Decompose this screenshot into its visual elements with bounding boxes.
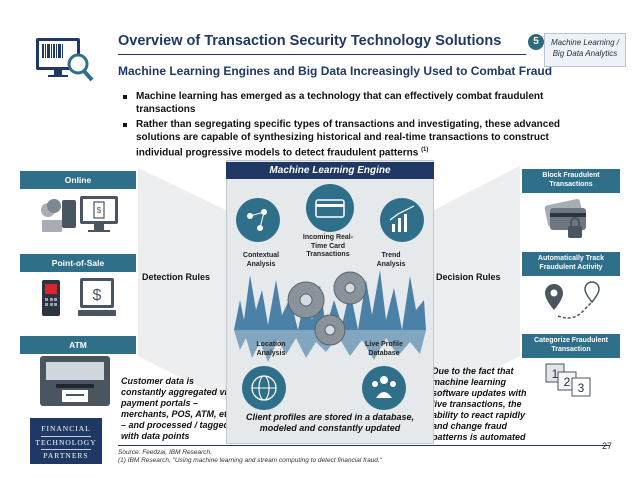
page-number: 27	[602, 441, 613, 451]
svg-text:$: $	[93, 287, 102, 304]
detection-rules-label: Detection Rules	[142, 272, 211, 282]
live-profile-database-label: Live Profile Database	[365, 341, 403, 357]
channel-point-of-sale: Point-of-Sale	[20, 254, 136, 272]
financial-technology-partners-logo: FINANCIAL TECHNOLOGY PARTNERS	[30, 418, 102, 464]
step-badge: 5	[528, 34, 544, 50]
trend-analysis-label: Trend Analysis	[376, 252, 406, 268]
map-pin-route-icon	[540, 280, 604, 329]
atm-machine-icon	[36, 356, 116, 411]
location-analysis-label: Location Analysis	[256, 341, 286, 357]
machine-learning-note: Due to the fact that machine learning so…	[432, 366, 527, 442]
trend-chart-icon	[380, 198, 424, 242]
svg-text:$: $	[97, 206, 102, 215]
title-divider	[118, 54, 526, 55]
brand-line: TECHNOLOGY	[35, 437, 97, 447]
channel-atm: ATM	[20, 336, 136, 354]
contextual-analysis-label: Contextual Analysis	[242, 252, 280, 268]
bullet-item: Machine learning has emerged as a techno…	[118, 91, 598, 116]
decision-rules-label: Decision Rules	[436, 272, 501, 282]
brand-divider	[41, 435, 91, 437]
brand-divider	[41, 449, 91, 450]
card-transactions-label: Incoming Real-Time Card Transactions	[302, 234, 354, 258]
svg-text:3: 3	[578, 381, 585, 395]
bullet-list: Machine learning has emerged as a techno…	[118, 91, 598, 163]
page-subtitle: Machine Learning Engines and Big Data In…	[118, 64, 553, 78]
brand-line: FINANCIAL	[41, 424, 91, 433]
blocked-card-icon	[540, 196, 600, 247]
numbered-categories-icon: 1 2 3	[544, 362, 594, 403]
customer-data-note: Customer data is constantly aggregated v…	[121, 376, 235, 441]
footnote-text: (1) IBM Research, "Using machine learnin…	[118, 457, 383, 464]
action-block-fraudulent: Block Fraudulent Transactions	[522, 169, 620, 193]
engine-title: Machine Learning Engine	[226, 162, 434, 179]
action-track-activity: Automatically Track Fraudulent Activity	[522, 252, 620, 276]
engine-graphic	[234, 184, 426, 410]
engine-caption: Client profiles are stored in a database…	[245, 412, 415, 433]
bullet-item: Rather than segregating specific types o…	[118, 119, 598, 160]
footer-divider	[118, 445, 610, 446]
svg-text:2: 2	[564, 375, 571, 389]
globe-icon	[242, 366, 286, 410]
contextual-analysis-icon	[236, 198, 280, 242]
bullet-text: Rather than segregating specific types o…	[136, 119, 560, 159]
gears-icon	[287, 271, 367, 346]
people-group-icon	[362, 366, 406, 410]
svg-text:1: 1	[552, 367, 559, 381]
channel-online: Online	[20, 171, 136, 189]
action-categorize: Categorize Fraudulent Transaction	[522, 334, 620, 358]
credit-card-icon	[306, 184, 354, 232]
section-tag: Machine Learning / Big Data Analytics	[544, 33, 626, 67]
bullet-text: Machine learning has emerged as a techno…	[136, 91, 544, 115]
footnote-marker: (1)	[421, 147, 429, 153]
source-text: Source: Feedzai, IBM Research.	[118, 449, 212, 456]
pos-terminal-icon: $	[40, 276, 126, 331]
source-note: Source: Feedzai, IBM Research. (1) IBM R…	[118, 449, 382, 465]
page-title: Overview of Transaction Security Technol…	[118, 33, 502, 49]
online-payment-icon: $	[36, 192, 122, 247]
brand-line: PARTNERS	[43, 451, 89, 460]
barcode-search-icon	[34, 34, 96, 84]
